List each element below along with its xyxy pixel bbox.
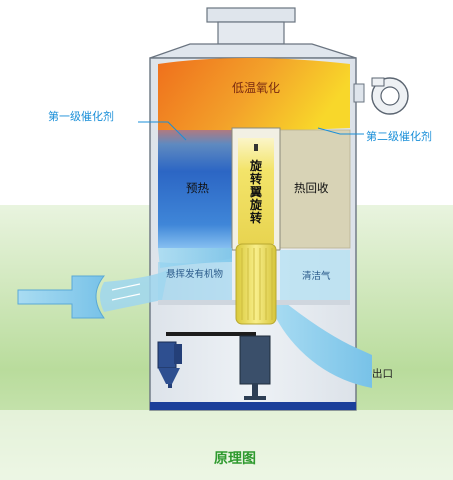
figure-title: 原理图 [214,451,256,467]
small-motor-funnel [158,368,180,384]
heat-recovery-label: 热回收 [294,181,329,195]
inlet-stream [100,270,168,312]
rotor-panel [238,138,274,244]
airflow-left-mid [158,258,232,300]
airflow-outlet [270,300,372,388]
small-motor-tip [168,384,172,388]
inlet-arrow [17,275,106,319]
chimney-cap [206,7,296,23]
oxidation-zone [158,58,350,136]
callout-line-first-catalyst [138,121,187,141]
housing-roof [149,43,357,59]
fan-outlet [371,77,385,87]
low-temp-oxidation-label: 低温氧化 [232,81,281,95]
rotary-wing-label: 旋转翼旋转 [249,159,262,225]
motor-base [244,396,266,400]
motor-shaft [252,384,258,398]
chimney-neck [217,21,285,45]
rotor-marker [254,144,258,151]
clean-gas-label: 清洁气 [302,271,331,282]
inlet-stream-lines [111,283,141,301]
callout-line-second-catalyst [317,127,364,135]
fan-duct [353,83,365,103]
motor-housing [239,335,271,385]
small-motor-side [174,344,182,364]
background-fade [0,410,453,480]
preheat-label: 预热 [186,181,209,195]
rotor-cylinder-ribs [241,248,273,320]
preheat-zone [158,130,232,248]
fan-hub-icon [380,86,400,106]
airflow-clean-zone [280,250,350,300]
first-stage-catalyst-label: 第一级催化剂 [48,110,114,123]
outlet-label: 出口 [372,368,393,380]
second-stage-catalyst-label: 第二级催化剂 [366,130,432,143]
base-bar [150,402,356,410]
small-motor [157,341,177,369]
airflow-left-upper [158,248,232,268]
volatile-generator-label: 悬挥发有机物 [166,269,224,280]
